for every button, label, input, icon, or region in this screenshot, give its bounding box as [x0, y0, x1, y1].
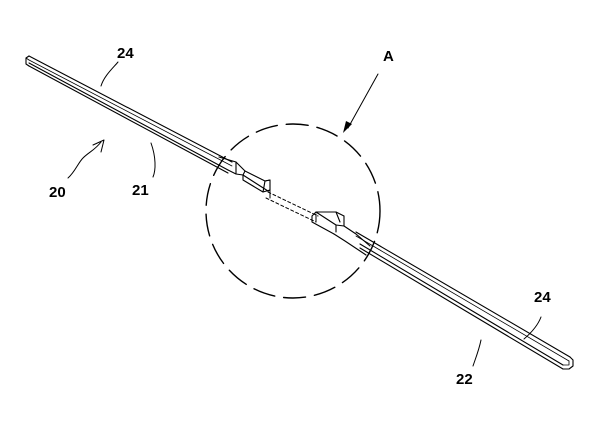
ref-label-21: 21 [132, 183, 149, 198]
connection-joint [266, 190, 318, 222]
ref-label-a: A [383, 49, 394, 64]
first-connector-block [219, 157, 270, 192]
first-rail-section [26, 56, 232, 173]
leader-lines [68, 62, 541, 366]
ref-label-24-top: 24 [117, 46, 134, 61]
ref-label-22: 22 [456, 372, 473, 387]
ref-label-20: 20 [49, 185, 66, 200]
leader-arrowhead-20 [93, 140, 104, 152]
ref-label-24-bottom: 24 [534, 290, 551, 305]
